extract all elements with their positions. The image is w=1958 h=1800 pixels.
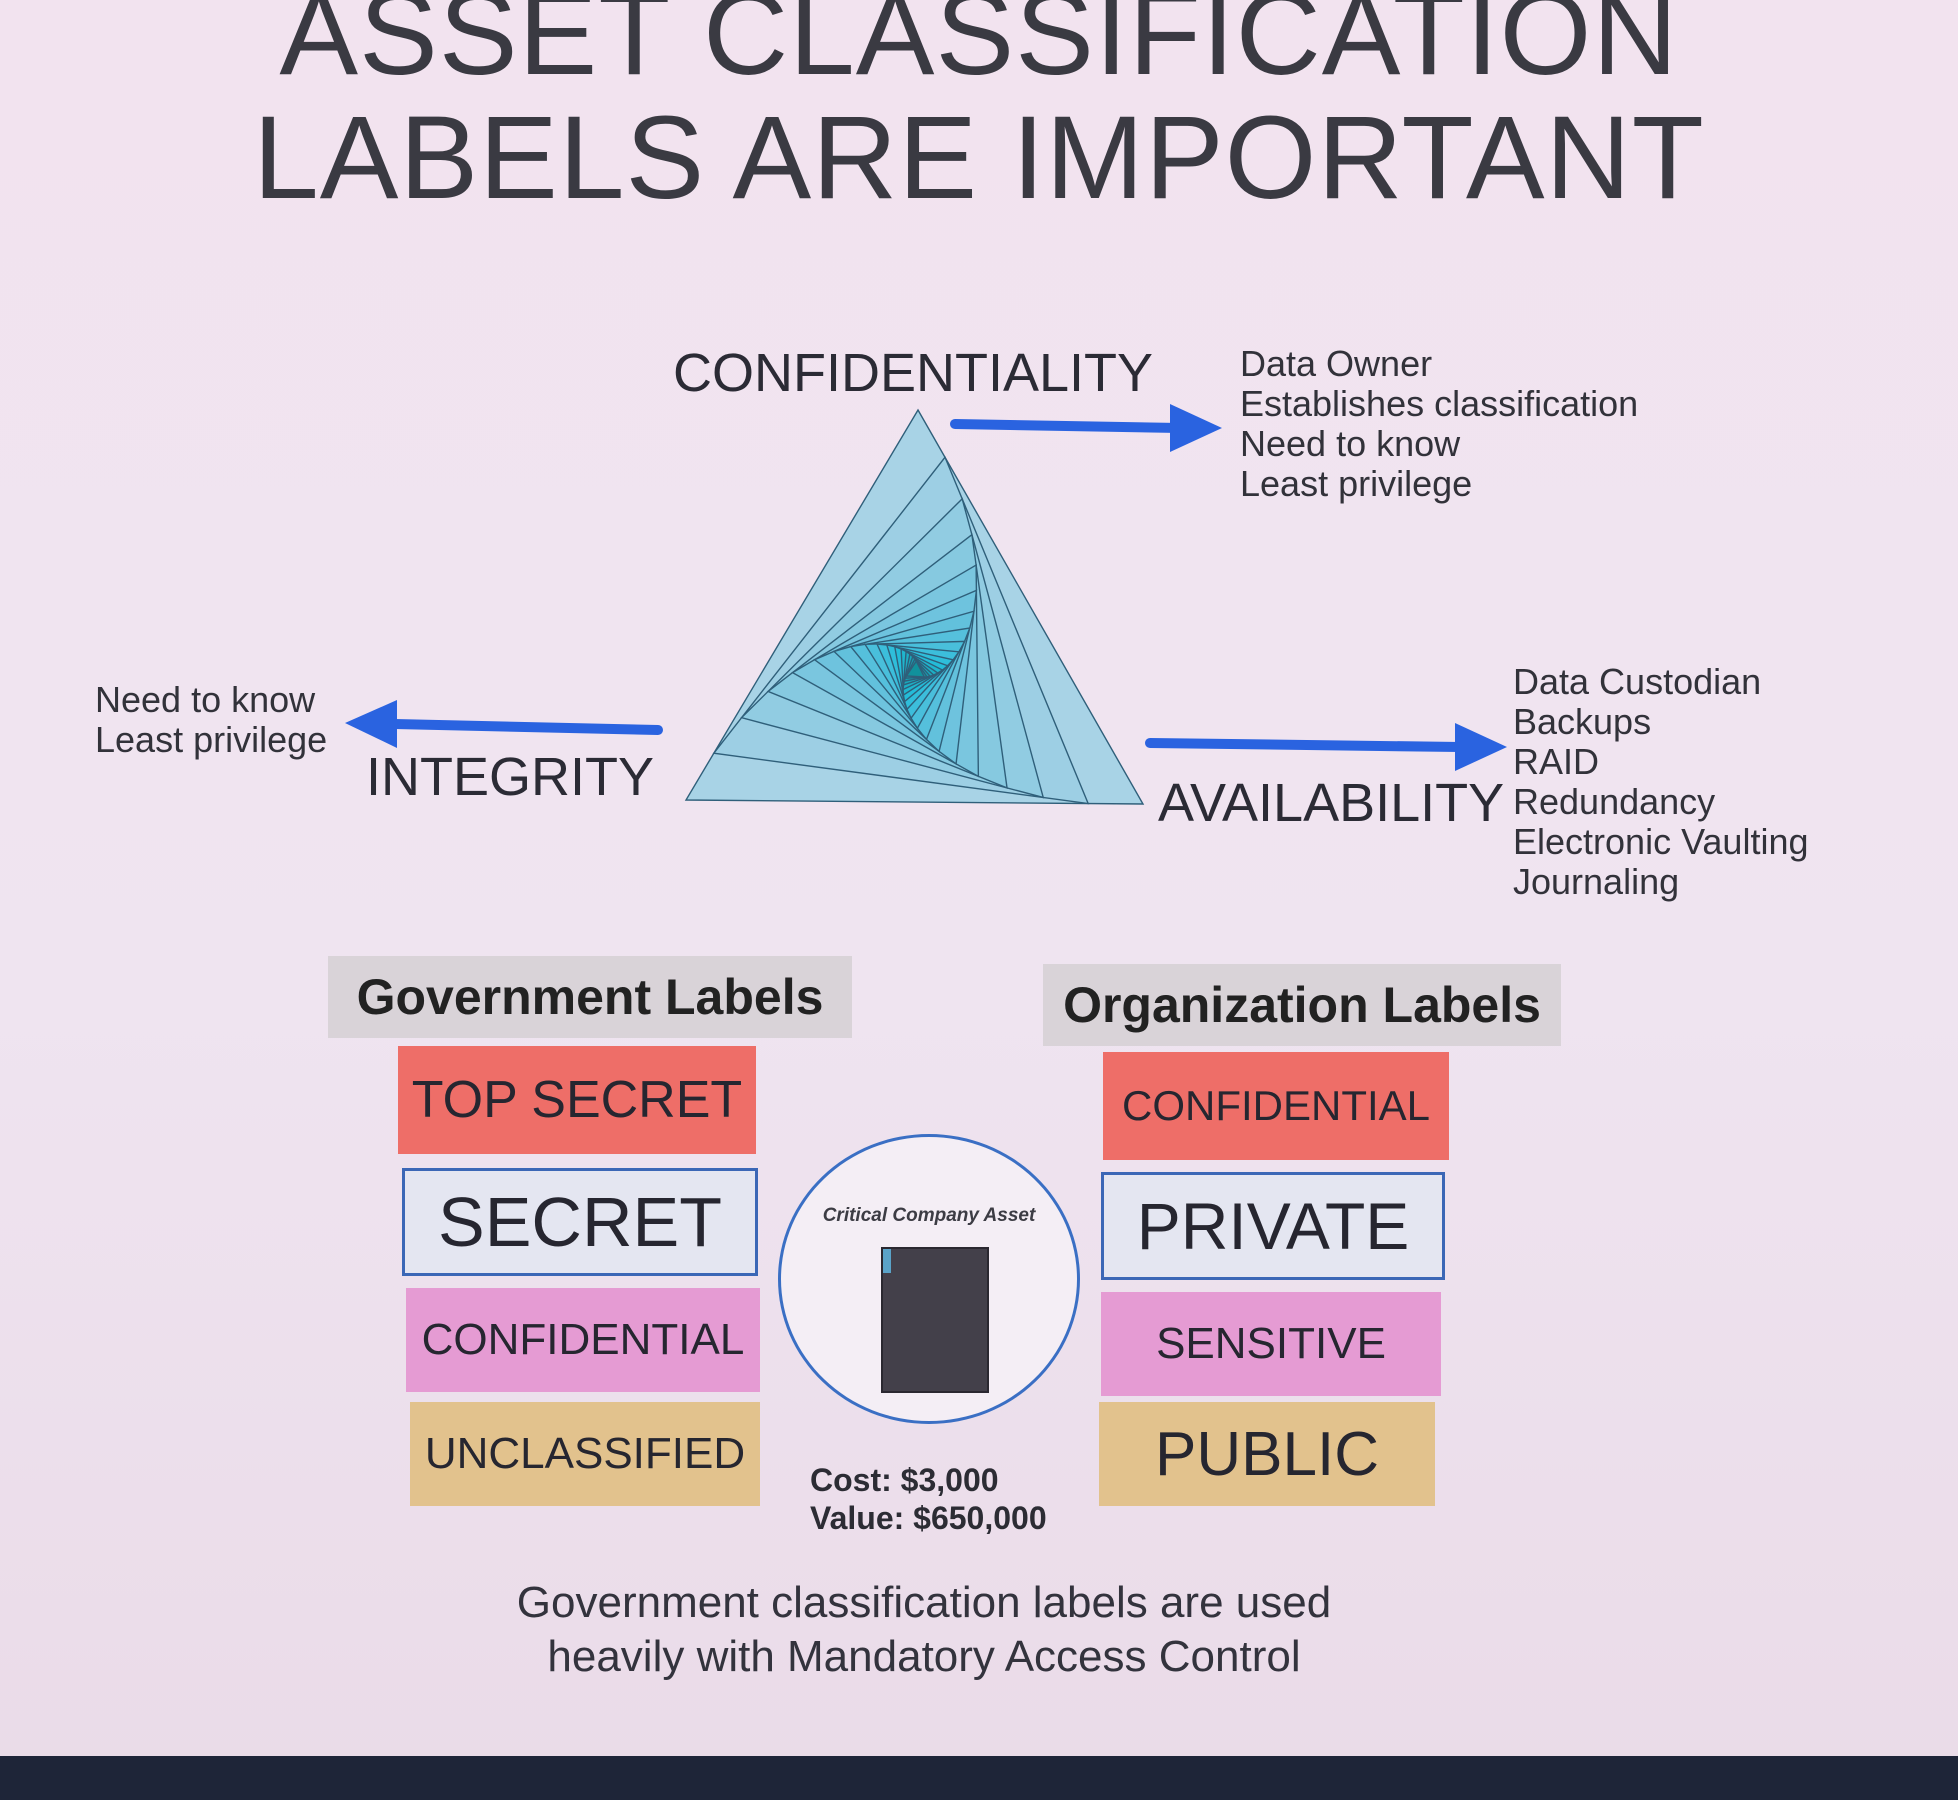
org-label-private: PRIVATE (1101, 1172, 1445, 1280)
note-item: Electronic Vaulting (1513, 821, 1809, 862)
screen-bezel (0, 1756, 1958, 1800)
asset-book-icon (881, 1247, 989, 1393)
arrow-integrity (345, 700, 663, 748)
arrow-confidentiality (950, 404, 1222, 452)
note-item: Redundancy (1513, 781, 1716, 822)
availability-label: AVAILABILITY (1158, 773, 1505, 833)
asset-circle: Critical Company Asset (778, 1134, 1080, 1424)
note-item: Establishes classification (1240, 383, 1639, 424)
note-item: Backups (1513, 701, 1652, 742)
organization-labels-heading: Organization Labels (1043, 964, 1561, 1046)
confidentiality-notes: Data Owner Establishes classification Ne… (1240, 344, 1638, 504)
availability-notes: Data Custodian Backups RAID Redundancy E… (1513, 662, 1809, 902)
confidentiality-label: CONFIDENTIALITY (673, 343, 1154, 403)
asset-caption: Critical Company Asset (822, 1205, 1036, 1226)
arrow-availability (1145, 723, 1507, 771)
gov-label-unclassified: UNCLASSIFIED (410, 1402, 760, 1506)
asset-cost: Cost: $3,000 (810, 1462, 999, 1498)
note-item: Least privilege (95, 719, 328, 760)
note-item: Data Custodian (1513, 661, 1762, 702)
integrity-notes: Need to know Least privilege (95, 680, 327, 760)
page-title: ASSET CLASSIFICATION LABELS ARE IMPORTAN… (0, 0, 1958, 220)
note-item: Journaling (1513, 861, 1680, 902)
footer-line-2: heavily with Mandatory Access Control (547, 1632, 1301, 1681)
footer-caption: Government classification labels are use… (0, 1576, 1848, 1684)
cia-triangle (684, 408, 1145, 805)
integrity-label: INTEGRITY (366, 747, 655, 807)
note-item: Need to know (95, 679, 316, 720)
asset-value: Value: $650,000 (810, 1500, 1047, 1536)
note-item: Least privilege (1240, 463, 1473, 504)
gov-label-top-secret: TOP SECRET (398, 1046, 756, 1154)
title-line-2: LABELS ARE IMPORTANT (253, 92, 1705, 224)
title-line-1: ASSET CLASSIFICATION (279, 0, 1679, 100)
triangle-layer (905, 659, 926, 678)
book-tab (883, 1249, 891, 1273)
government-labels-heading: Government Labels (328, 956, 852, 1038)
footer-line-1: Government classification labels are use… (516, 1578, 1332, 1627)
gov-label-confidential: CONFIDENTIAL (406, 1288, 760, 1392)
org-label-sensitive: SENSITIVE (1101, 1292, 1441, 1396)
org-label-public: PUBLIC (1099, 1402, 1435, 1506)
gov-label-secret: SECRET (402, 1168, 758, 1276)
note-item: Data Owner (1240, 343, 1433, 384)
org-label-confidential: CONFIDENTIAL (1103, 1052, 1449, 1160)
note-item: RAID (1513, 741, 1600, 782)
note-item: Need to know (1240, 423, 1461, 464)
